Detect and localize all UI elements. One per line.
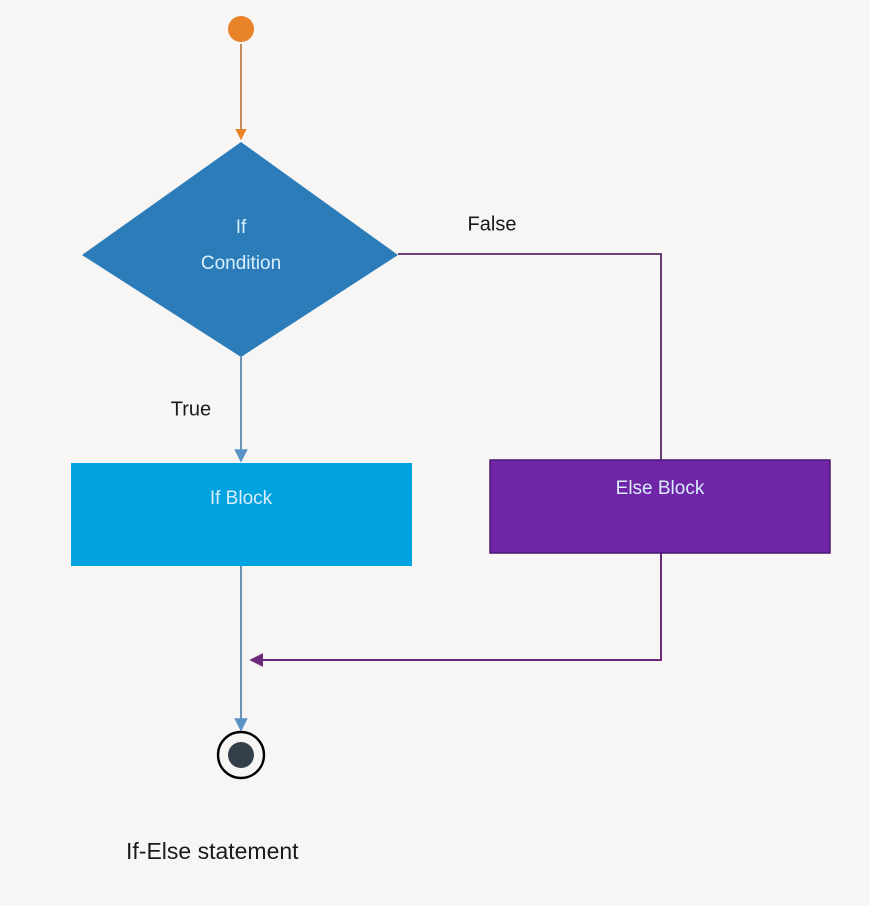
edge-label-true: True (171, 398, 211, 420)
else-block-label: Else Block (616, 478, 705, 499)
if-block[interactable] (71, 463, 412, 566)
condition-label-line1: If (236, 217, 247, 238)
edge-label-false: False (468, 213, 517, 235)
start-node[interactable] (228, 16, 254, 42)
edge-condition-false (398, 253, 662, 466)
end-node-core (228, 742, 254, 768)
if-block-label: If Block (210, 488, 273, 509)
else-block[interactable] (489, 459, 831, 554)
edge-else-block-to-merge (249, 553, 662, 667)
diagram-caption: If-Else statement (126, 838, 299, 864)
condition-label-line2: Condition (201, 253, 281, 274)
condition-diamond[interactable] (82, 142, 398, 357)
